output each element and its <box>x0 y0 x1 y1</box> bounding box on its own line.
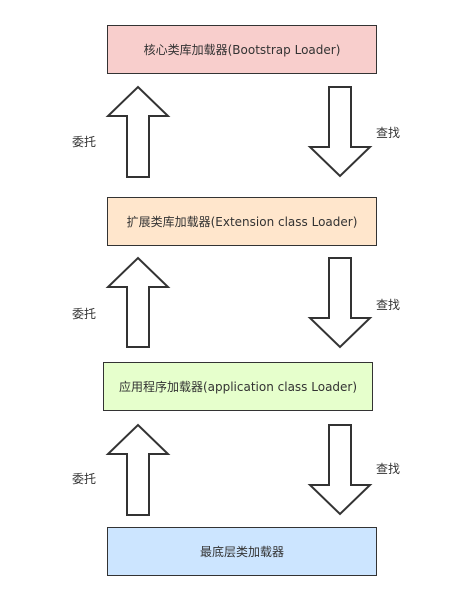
lowest-loader-box: 最底层类加载器 <box>107 527 377 576</box>
find-label-2: 查找 <box>376 298 401 312</box>
delegate-arrow-up-1 <box>105 85 171 178</box>
application-loader-label: 应用程序加载器(application class Loader) <box>118 380 358 394</box>
extension-loader-box: 扩展类库加载器(Extension class Loader) <box>107 197 377 246</box>
application-loader-box: 应用程序加载器(application class Loader) <box>103 362 373 411</box>
find-arrow-down-3 <box>307 424 373 516</box>
delegate-arrow-up-2 <box>105 256 171 348</box>
find-arrow-down-2 <box>307 257 373 349</box>
delegate-label-1: 委托 <box>72 135 97 149</box>
find-arrow-down-1 <box>307 86 373 178</box>
lowest-loader-label: 最底层类加载器 <box>199 545 284 559</box>
bootstrap-loader-label: 核心类库加载器(Bootstrap Loader) <box>143 43 341 57</box>
delegate-label-2: 委托 <box>72 307 97 321</box>
find-label-3: 查找 <box>376 462 401 476</box>
extension-loader-label: 扩展类库加载器(Extension class Loader) <box>126 215 358 229</box>
find-label-1: 查找 <box>376 126 401 140</box>
delegate-label-3: 委托 <box>72 472 97 486</box>
bootstrap-loader-box: 核心类库加载器(Bootstrap Loader) <box>107 25 377 74</box>
delegate-arrow-up-3 <box>105 423 171 516</box>
